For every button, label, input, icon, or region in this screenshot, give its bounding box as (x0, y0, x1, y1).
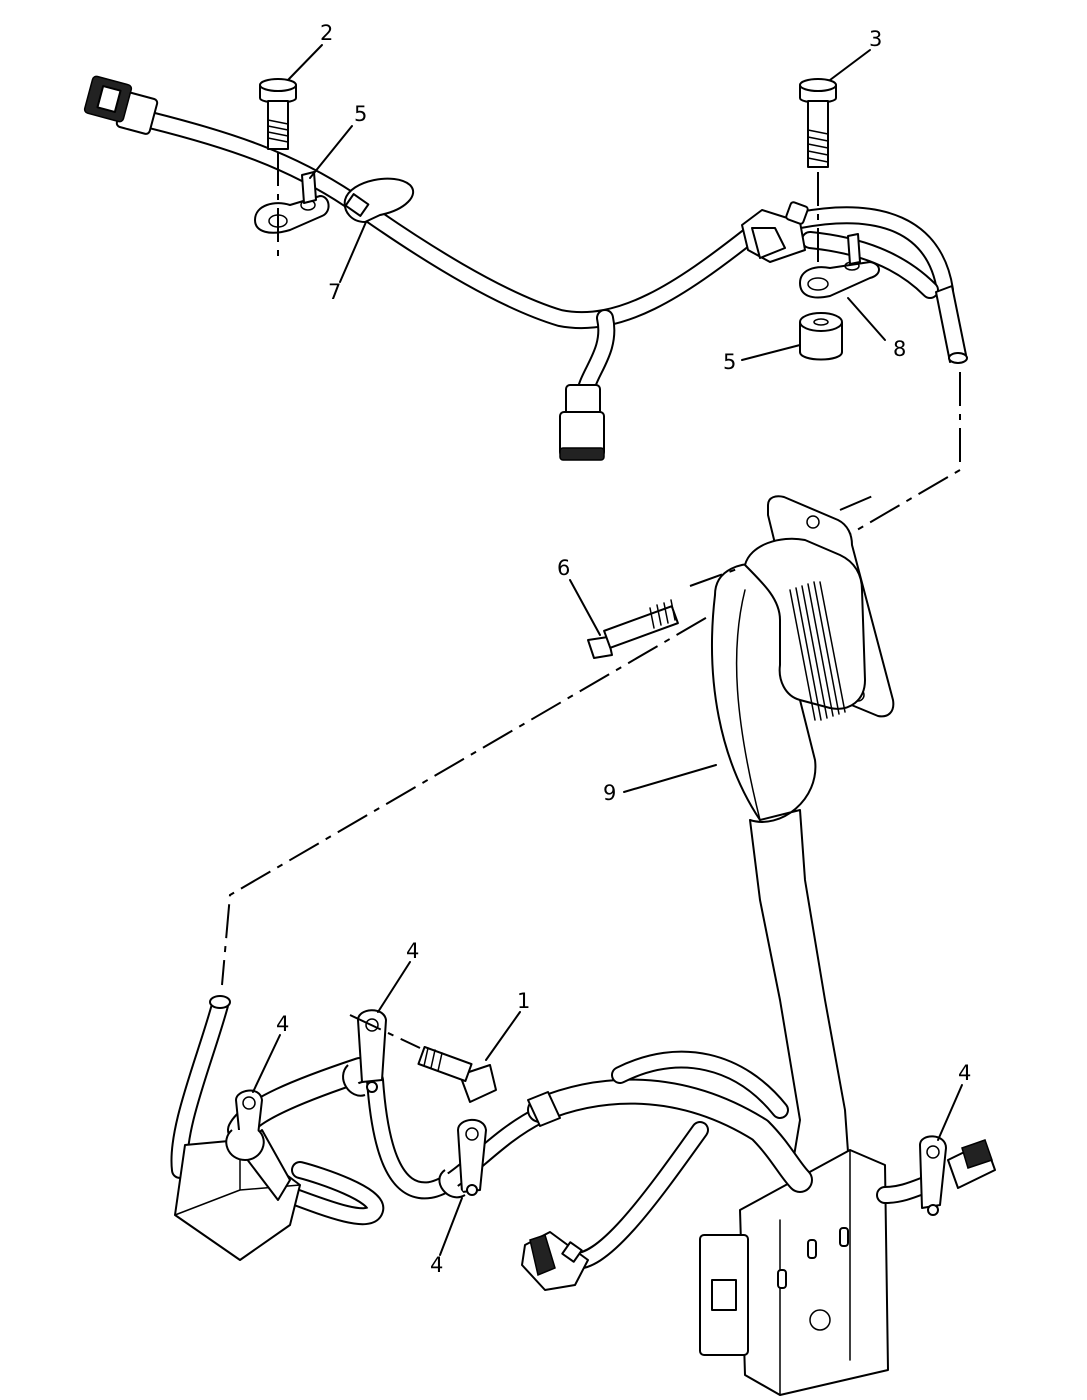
left-connector (83, 75, 159, 135)
callout-5-spacer: 5 (723, 350, 736, 374)
harness-clip (343, 177, 415, 223)
callout-9: 9 (603, 781, 616, 805)
p-clip-d (919, 1135, 947, 1216)
mounting-tab-left (254, 171, 330, 234)
callout-8: 8 (893, 337, 906, 361)
p-clip-a (225, 1089, 265, 1161)
inline-connector (741, 201, 809, 263)
lower-harness (170, 995, 996, 1291)
lower-right-connector (947, 1139, 996, 1189)
callout-4-right: 4 (958, 1061, 971, 1085)
callout-labels: 2 3 5 7 8 5 6 9 4 4 1 4 4 (276, 21, 971, 1277)
upper-harness (83, 75, 968, 461)
callout-4-upper: 4 (406, 939, 419, 963)
leader-lines (252, 44, 963, 1256)
callout-1: 1 (517, 989, 530, 1013)
p-clip-c (438, 1118, 487, 1199)
mounting-tab-right (799, 233, 880, 299)
spacer (799, 312, 843, 361)
callout-4-left: 4 (276, 1012, 289, 1036)
routing-centerline (221, 372, 961, 986)
callout-6: 6 (557, 556, 570, 580)
bolt-1 (417, 1045, 497, 1103)
branch-connector (559, 384, 605, 461)
callout-4-lower: 4 (430, 1253, 443, 1277)
callout-3: 3 (869, 27, 882, 51)
callout-7: 7 (328, 280, 341, 304)
bolt-6 (587, 599, 679, 659)
bolt-2 (259, 78, 297, 150)
callout-2: 2 (320, 21, 333, 45)
lower-middle-connector (521, 1231, 589, 1291)
callout-5-clip: 5 (354, 102, 367, 126)
sensor-bracket-assembly (699, 495, 895, 1396)
bolt-3 (799, 78, 837, 168)
